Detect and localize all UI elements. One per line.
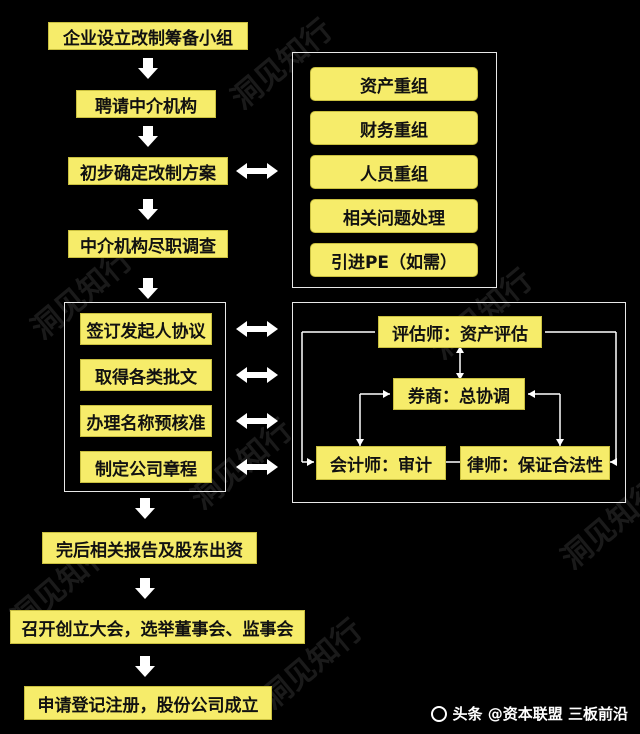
step-reports-capital: 完后相关报告及股东出资 xyxy=(42,532,257,564)
step-initial-plan: 初步确定改制方案 xyxy=(68,157,228,185)
double-arrow xyxy=(236,163,278,179)
wechat-icon xyxy=(430,705,447,722)
step-founding-meeting: 召开创立大会，选举董事会、监事会 xyxy=(10,610,305,644)
restructure-frame xyxy=(292,52,497,288)
step-registration: 申请登记注册，股份公司成立 xyxy=(24,686,272,720)
accountant-box: 会计师：审计 xyxy=(316,446,446,480)
lawyer-box: 律师：保证合法性 xyxy=(460,446,610,480)
legal-step: 签订发起人协议 xyxy=(80,313,212,345)
legal-steps-frame xyxy=(64,302,226,492)
intermediaries-frame xyxy=(292,302,626,503)
step-due-diligence: 中介机构尽职调查 xyxy=(68,230,228,258)
restructure-item: 资产重组 xyxy=(310,67,478,101)
double-arrow xyxy=(236,459,278,475)
restructure-item: 人员重组 xyxy=(310,155,478,189)
double-arrow xyxy=(236,413,278,429)
step-hire-agencies: 聘请中介机构 xyxy=(76,90,216,118)
restructure-item: 相关问题处理 xyxy=(310,199,478,233)
source-credit: 头条 @资本联盟 三板前沿 xyxy=(430,703,628,724)
step-setup-team: 企业设立改制筹备小组 xyxy=(48,22,248,50)
appraiser-box: 评估师：资产评估 xyxy=(378,316,542,348)
restructure-item: 引进PE（如需） xyxy=(310,243,478,277)
double-arrow xyxy=(236,367,278,383)
legal-step: 取得各类批文 xyxy=(80,359,212,391)
broker-box: 券商：总协调 xyxy=(393,378,525,410)
restructure-item: 财务重组 xyxy=(310,111,478,145)
legal-step: 办理名称预核准 xyxy=(80,405,212,437)
legal-step: 制定公司章程 xyxy=(80,451,212,483)
double-arrow xyxy=(236,321,278,337)
credit-text: 头条 @资本联盟 三板前沿 xyxy=(452,705,628,723)
